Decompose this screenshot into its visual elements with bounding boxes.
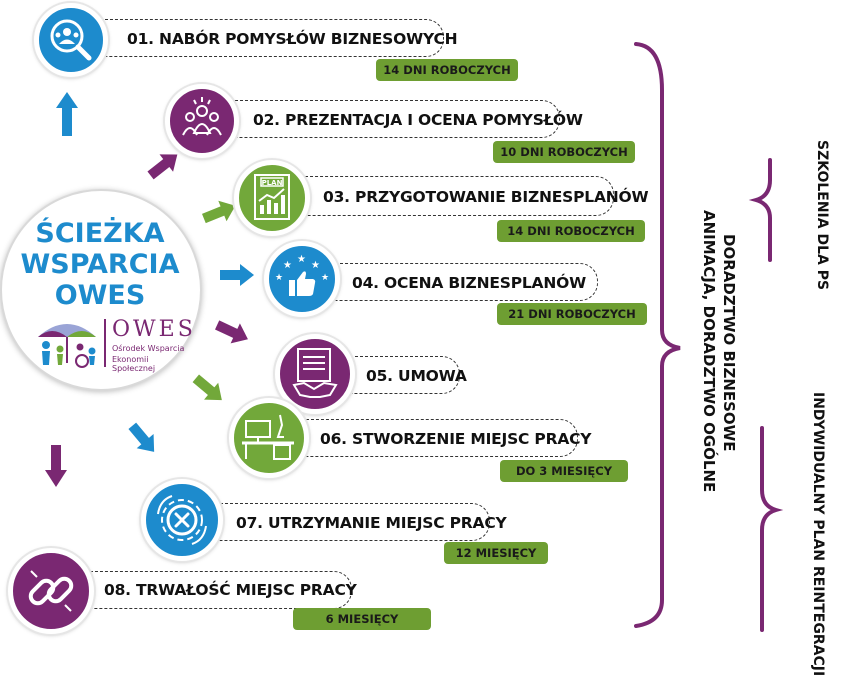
advisory-bracket: [634, 42, 681, 628]
step1-duration: 14 DNI ROBOCZYCH: [376, 59, 518, 81]
step5-circle: [275, 334, 355, 414]
step6-title: 06. STWORZENIE MIEJSC PRACY: [320, 430, 592, 448]
step8-title: 08. TRWAŁOŚĆ MIEJSC PRACY: [104, 581, 357, 599]
arrow-step5: [215, 320, 248, 344]
center-title-line2: WSPARCIA: [20, 249, 180, 280]
step5-title: 05. UMOWA: [366, 367, 467, 385]
step7-duration: 12 MIESIĘCY: [444, 542, 548, 564]
thumbs-up-stars-icon: ★★ ★★ ★: [275, 254, 329, 296]
reintegration-label: INDYWIDUALNY PLAN REINTEGRACJI: [810, 392, 826, 676]
training-label: SZKOLENIA DLA PS: [814, 140, 830, 291]
arrow-step6: [192, 374, 222, 401]
arrow-step7: [128, 422, 155, 452]
step8-duration: 6 MIESIĘCY: [293, 608, 431, 630]
arrow-step3: [202, 200, 236, 224]
svg-text:PLAN: PLAN: [262, 179, 283, 187]
step7-circle: [141, 479, 223, 561]
step2-duration: 10 DNI ROBOCZYCH: [493, 141, 635, 163]
gear-tools-icon: [157, 495, 207, 545]
step1-title: 01. NABÓR POMYSŁÓW BIZNESOWYCH: [127, 30, 458, 48]
arrow-step2: [147, 154, 178, 180]
center-title-line1: ŚCIEŻKA: [35, 218, 165, 249]
contract-handshake-icon: [292, 348, 338, 398]
workplace-desk-icon: [242, 414, 294, 460]
plan-chart-icon: PLAN: [254, 174, 290, 220]
step2-circle: [165, 84, 239, 158]
logo-subtitle-2: Ekonomii Społecznej: [112, 355, 156, 373]
step6-circle: [229, 398, 309, 478]
svg-text:★: ★: [297, 254, 306, 265]
arrow-down-step8: [45, 445, 67, 487]
step3-circle: PLAN: [234, 160, 310, 236]
svg-text:★: ★: [275, 273, 283, 283]
svg-text:★: ★: [283, 260, 292, 271]
training-bracket: [748, 158, 772, 262]
step4-duration: 21 DNI ROBOCZYCH: [497, 303, 647, 325]
step3-duration: 14 DNI ROBOCZYCH: [497, 220, 645, 242]
center-title-line3: OWES: [54, 280, 146, 311]
brackets: [634, 42, 784, 632]
owes-logo: OWES Ośrodek Wsparcia Ekonomii Społeczne…: [32, 315, 193, 375]
step6-duration: DO 3 MIESIĘCY: [500, 460, 628, 482]
advisory-label-2: ANIMACJA, DORADZTWO OGÓLNE: [700, 210, 718, 493]
step7-title: 07. UTRZYMANIE MIEJSC PRACY: [236, 514, 507, 532]
logo-owes-text: OWES: [112, 317, 196, 342]
advisory-label-1: DORADZTWO BIZNESOWE: [720, 234, 738, 452]
logo-subtitle-1: Ośrodek Wsparcia: [112, 344, 185, 353]
arrow-up-step1: [56, 92, 78, 136]
center-circle: [0, 189, 202, 391]
step3-title: 03. PRZYGOTOWANIE BIZNESPLANÓW: [323, 188, 649, 206]
step8-circle: [8, 548, 94, 634]
arrow-step4: [220, 264, 254, 286]
umbrella-family-icon: [38, 324, 96, 368]
svg-text:★: ★: [321, 273, 329, 283]
chain-link-icon: [28, 570, 74, 612]
presentation-group-icon: [182, 97, 222, 136]
svg-text:★: ★: [311, 260, 320, 271]
people-search-icon: [50, 19, 92, 61]
flow-arrows: [45, 92, 254, 487]
reintegration-bracket: [760, 426, 784, 632]
step2-title: 02. PREZENTACJA I OCENA POMYSŁÓW: [253, 111, 583, 129]
step1-circle: [34, 3, 108, 77]
step4-title: 04. OCENA BIZNESPLANÓW: [352, 274, 586, 292]
step4-circle: ★★ ★★ ★: [264, 241, 340, 317]
